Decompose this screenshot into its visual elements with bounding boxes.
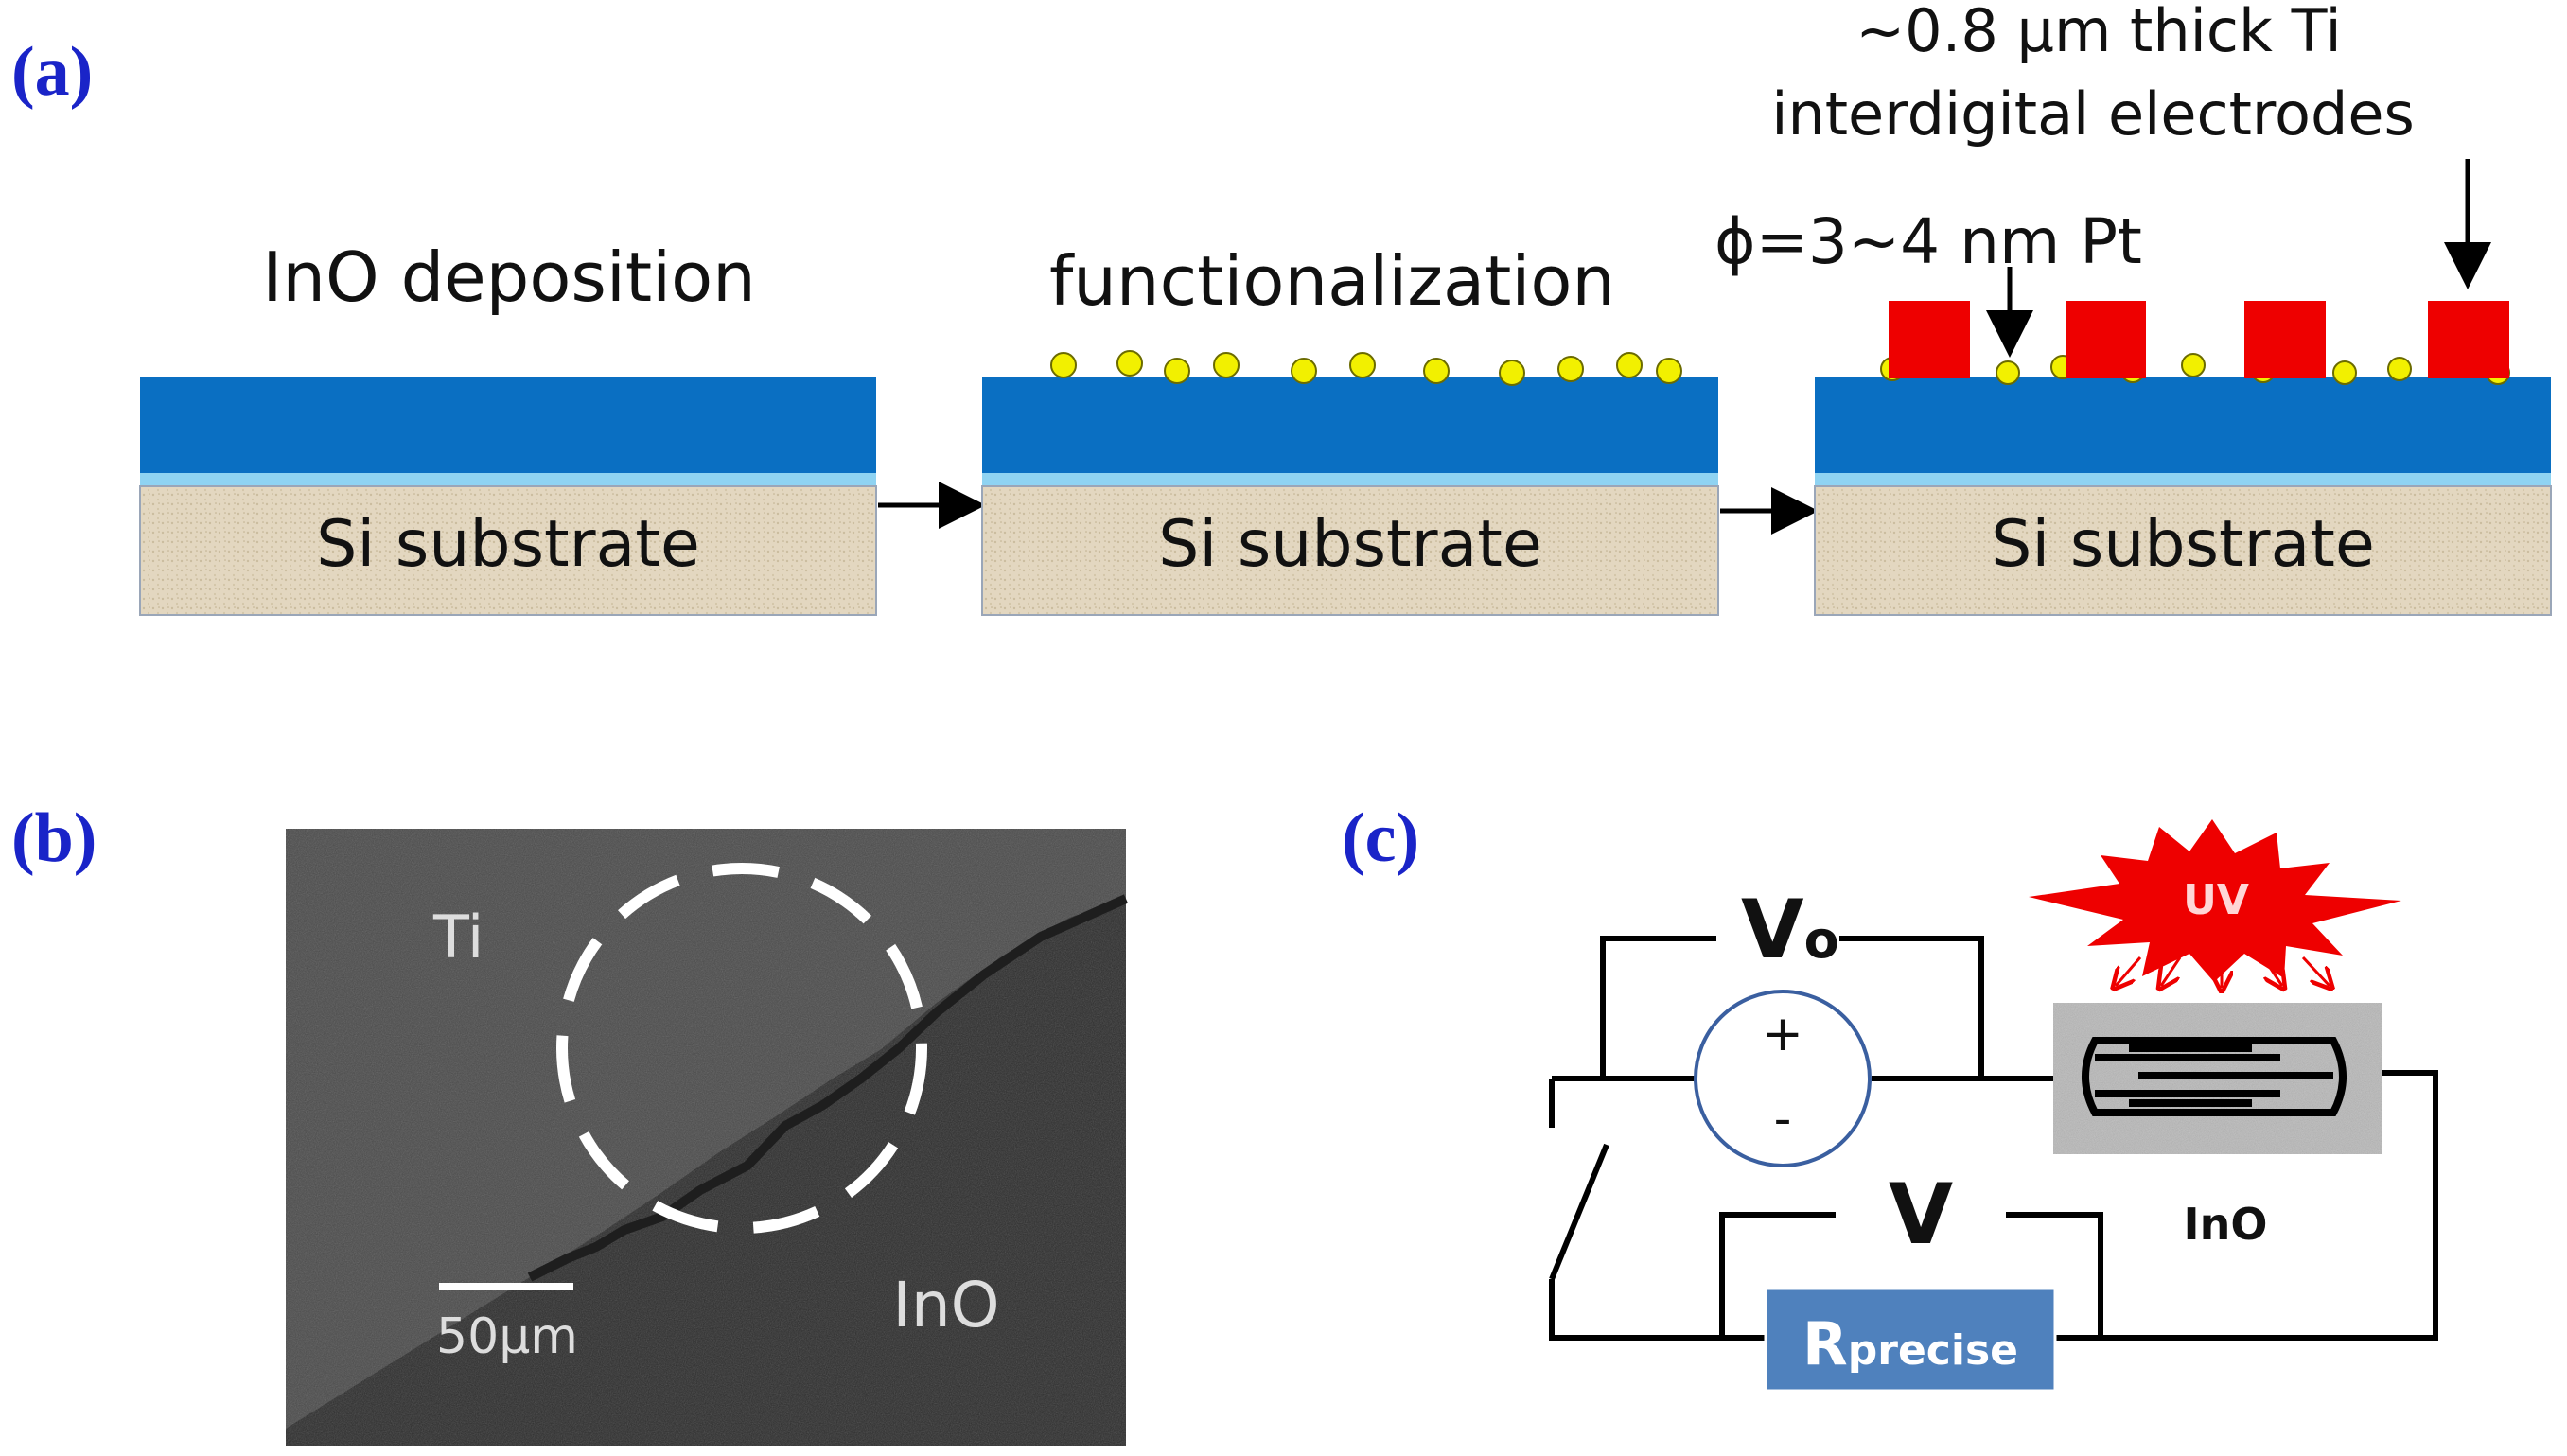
interface-layer <box>140 473 876 486</box>
panel-label-c: (c) <box>1342 799 1419 877</box>
substrate-label-3: Si substrate <box>1991 507 2375 582</box>
interface-layer <box>1815 473 2551 486</box>
voltmeter-label: V <box>1889 1166 1953 1263</box>
uv-source: UV <box>2029 819 2401 988</box>
panel-c: (c) + - Vo UV <box>1342 799 2438 1393</box>
inO-layer <box>982 377 1718 481</box>
inO-layer <box>1815 377 2551 481</box>
step1-title: InO deposition <box>262 237 756 317</box>
pt-particles <box>1050 350 1682 386</box>
resistor-label: Rprecise <box>1802 1309 2018 1378</box>
particle-note: ϕ=3~4 nm Pt <box>1714 205 2142 278</box>
si-substrate <box>139 485 877 616</box>
uv-rays <box>2116 956 2330 988</box>
source-minus-sign: - <box>1774 1091 1792 1148</box>
precision-resistor: Rprecise <box>1764 1287 2057 1393</box>
scale-bar-label: 50μm <box>436 1308 578 1365</box>
substrate-label-1: Si substrate <box>316 507 700 582</box>
electrode-note-line2: interdigital electrodes <box>1771 79 2415 149</box>
source-voltage-label: Vo <box>1741 883 1839 977</box>
panel-a: (a) InO deposition Si substrate function… <box>11 0 2552 616</box>
ti-electrodes <box>1889 301 2509 378</box>
stack-inO-deposition: InO deposition Si substrate <box>139 237 877 616</box>
voltage-source: + - <box>1694 990 1872 1167</box>
sem-image: Ti InO 50μm <box>286 829 1129 1446</box>
sem-label-ti: Ti <box>432 903 484 972</box>
inO-layer <box>140 377 876 481</box>
interface-layer <box>982 473 1718 486</box>
source-plus-sign: + <box>1762 1006 1803 1062</box>
dashed-circle-highlight <box>556 863 927 1234</box>
sensor-label: InO <box>2184 1199 2268 1250</box>
si-substrate <box>981 485 1719 616</box>
stack-functionalization: functionalization Si substrate <box>981 241 1719 616</box>
interdigital-electrodes <box>2082 1037 2347 1116</box>
panel-label-b: (b) <box>11 799 97 877</box>
sem-label-ino: InO <box>892 1269 999 1342</box>
substrate-label-2: Si substrate <box>1158 507 1542 582</box>
stack-electrodes: ~0.8 μm thick Ti interdigital electrodes… <box>1714 0 2552 616</box>
panel-b: (b) Ti InO 50μm <box>11 799 1129 1446</box>
uv-label: UV <box>2183 876 2249 924</box>
si-substrate <box>1814 485 2552 616</box>
step2-title: functionalization <box>1049 241 1615 321</box>
electrode-note-line1: ~0.8 μm thick Ti <box>1855 0 2342 65</box>
ino-sensor <box>2053 1003 2382 1154</box>
panel-label-a: (a) <box>11 33 93 111</box>
